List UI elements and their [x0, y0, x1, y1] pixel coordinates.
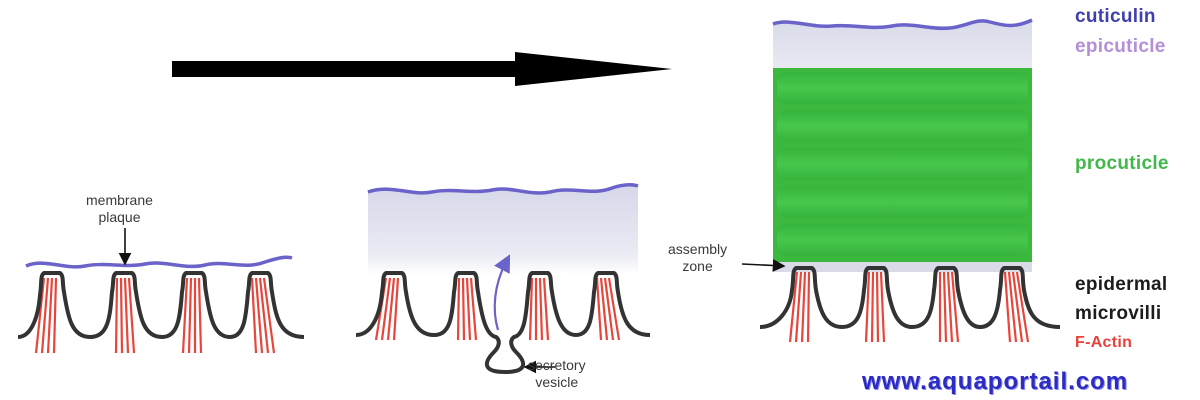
epicuticle-layer [773, 20, 1032, 70]
microvilli-label: microvilli [1075, 303, 1162, 324]
secretory-vesicle-label: secretory vesicle [528, 357, 586, 390]
assembly-zone-strip [773, 262, 1032, 272]
panel-stage-1 [17, 228, 305, 354]
cuticulin-layer [772, 18, 1033, 31]
progress-arrow-icon [172, 52, 672, 86]
f-actin-label: F-Actin [1075, 334, 1133, 351]
secretion-arrow-icon [493, 254, 511, 331]
assembly-zone-label: assembly zone [668, 241, 728, 274]
plasma-membrane [759, 266, 1061, 329]
f-actin-bundles [34, 277, 276, 354]
watermark-link[interactable]: www.aquaportail.com [862, 368, 1129, 395]
cuticulin-layer [25, 255, 293, 269]
plasma-membrane-with-vesicle [355, 271, 651, 374]
assembly-zone-pointer [741, 259, 786, 272]
panel-stage-2 [355, 182, 651, 374]
epidermal-label: epidermal [1075, 274, 1168, 295]
procuticle-label: procuticle [1075, 153, 1169, 174]
procuticle-lamellae [777, 72, 1028, 256]
f-actin-bundles [788, 271, 1030, 343]
membrane-plaque-label: membrane plaque [86, 192, 153, 225]
cuticulin-layer [367, 182, 639, 195]
panel-stage-3 [741, 18, 1061, 343]
cuticulin-label: cuticulin [1075, 6, 1156, 27]
epicuticle-layer [368, 184, 638, 275]
plasma-membrane [17, 271, 305, 339]
epicuticle-label: epicuticle [1075, 36, 1166, 57]
